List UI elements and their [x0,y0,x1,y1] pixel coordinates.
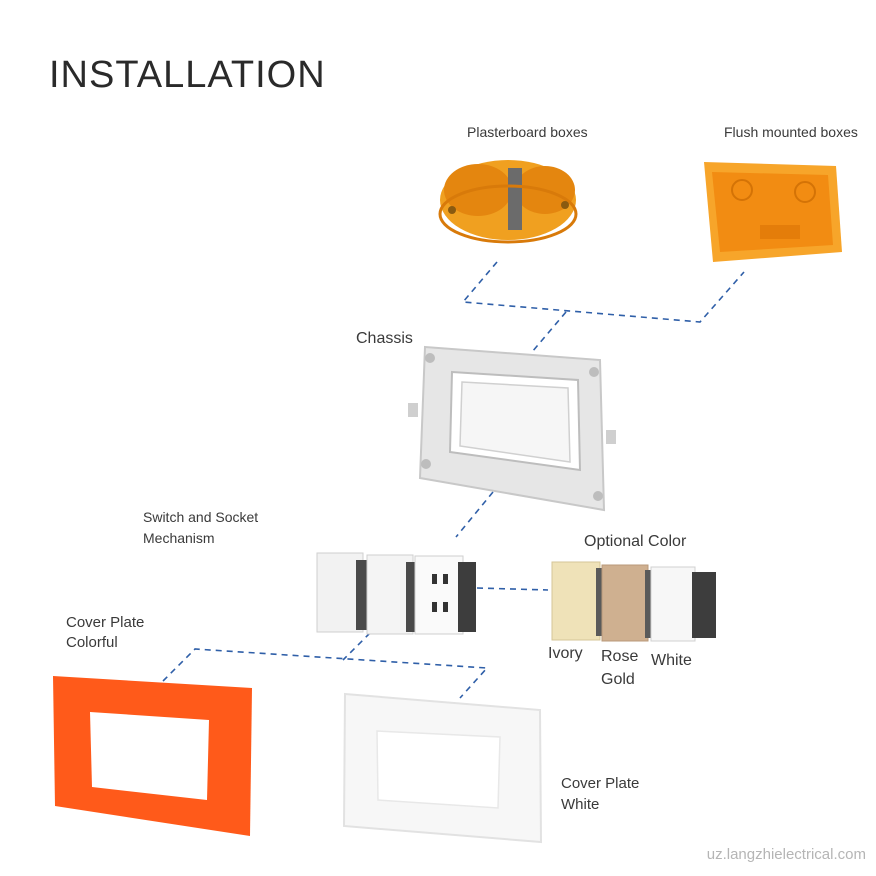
rose-gold-label-line1: Rose [601,648,639,665]
boxes-connector-line [461,261,745,323]
mechanism-label-line2: Mechanism [143,530,215,546]
cover-plate-colorful-label-line1: Cover Plate [66,614,145,631]
chassis-connector-line [531,311,567,353]
ivory-label: Ivory [548,645,583,662]
cover-plate-colorful-label-line2: Colorful [66,634,118,651]
covers-connector-line [162,648,489,699]
optional-color-label: Optional Color [584,533,687,550]
plasterboard-boxes-label: Plasterboard boxes [467,124,588,140]
mechanism-label-line1: Switch and Socket [143,509,259,525]
mechanism-connector-line [455,491,494,538]
white-label: White [651,652,692,669]
watermark: uz.langzhielectrical.com [706,846,866,863]
optional-color-connector-line [476,587,549,591]
flush-box-image [704,162,842,262]
mechanism-down-line [342,632,371,661]
flush-mounted-boxes-label: Flush mounted boxes [724,124,858,140]
cover-plate-white-label-line1: Cover Plate [561,775,640,792]
cover-plate-white-label-line2: White [561,796,600,813]
optional-color-image [551,561,716,642]
connector-lines [162,261,745,699]
cover-plate-colorful-image [53,676,252,836]
cover-plate-white-image [342,692,543,844]
rose-gold-label-line2: Gold [601,671,635,688]
chassis-image [408,345,616,512]
page-title: INSTALLATION [49,54,326,96]
plasterboard-box-image [438,160,578,244]
chassis-label: Chassis [356,330,413,347]
mechanism-image [316,552,476,635]
